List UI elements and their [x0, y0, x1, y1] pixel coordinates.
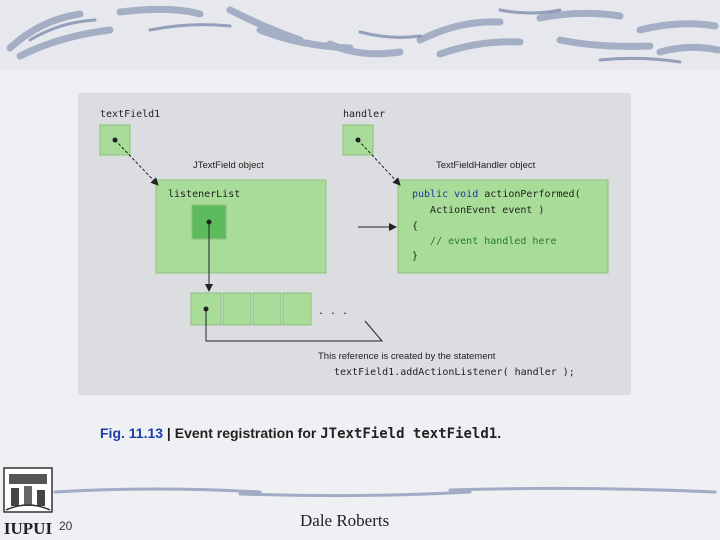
- reference-note: This reference is created by the stateme…: [318, 351, 496, 362]
- caption-code: JTextField textField1: [320, 426, 498, 442]
- footer-divider: [53, 486, 717, 498]
- jtextfield-object-box: [155, 179, 327, 274]
- listener-array-cell: [282, 292, 312, 326]
- arrow-textfield-to-object: [114, 139, 159, 186]
- code-comment: // event handled here: [412, 236, 557, 247]
- caption-separator: |: [163, 425, 175, 441]
- code-line: public void actionPerformed(: [412, 189, 581, 200]
- iupui-logo: IUPUI: [3, 467, 53, 538]
- listener-array-cell: [252, 292, 282, 326]
- event-registration-diagram: [99, 124, 609, 342]
- textfield1-label: textField1: [100, 109, 161, 120]
- arrow-array-to-handler: [205, 309, 384, 342]
- jtextfield-object-label: JTextField object: [193, 160, 264, 171]
- handler-reference-box: [342, 124, 374, 156]
- logo-text: IUPUI: [4, 519, 53, 538]
- figure-panel: textField1 handler JTextField object Tex…: [78, 93, 631, 395]
- listener-list-label: listenerList: [168, 189, 241, 200]
- author-name: Dale Roberts: [300, 511, 390, 530]
- caption-period: .: [497, 425, 502, 441]
- handler-label: handler: [343, 109, 386, 120]
- figure-caption: Fig. 11.13 | Event registration for JTex…: [100, 425, 660, 442]
- caption-text: Event registration for: [174, 425, 321, 441]
- ellipsis: . . .: [318, 306, 349, 317]
- handler-object-box: [397, 179, 609, 274]
- page-number: 20: [59, 519, 73, 533]
- decorative-banner: [0, 0, 720, 70]
- arrow-handler-to-object: [357, 139, 401, 186]
- figure-number: Fig. 11.13: [100, 425, 164, 441]
- handler-object-label: TextFieldHandler object: [436, 160, 536, 171]
- code-line: }: [412, 251, 419, 262]
- listener-array-cell: [222, 292, 252, 326]
- code-line: ActionEvent event ): [412, 205, 545, 216]
- code-line: {: [412, 221, 419, 232]
- statement-code: textField1.addActionListener( handler );: [334, 367, 575, 378]
